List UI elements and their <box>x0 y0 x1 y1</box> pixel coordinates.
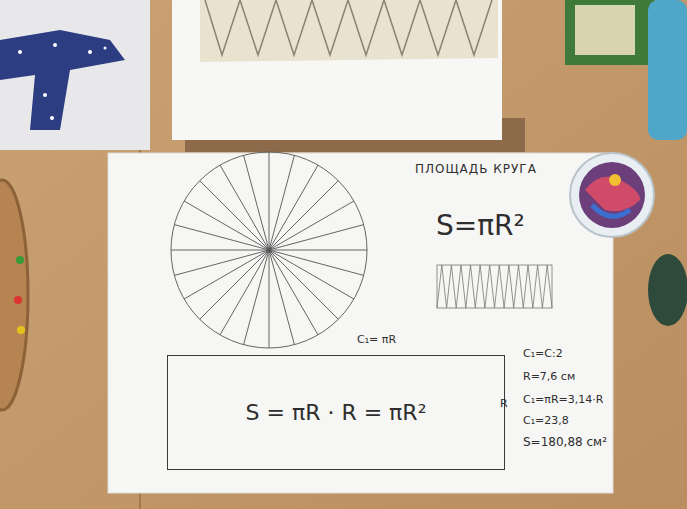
calculation-note: R=7,6 см <box>523 371 575 384</box>
paper-sheet <box>172 0 502 140</box>
calculation-note: C₁=πR=3,14·R <box>523 394 603 407</box>
rectangle-box: S = πR · R = πR² <box>167 355 505 470</box>
clay-cuts <box>205 0 492 55</box>
poster-title: ПЛОЩАДЬ КРУГА <box>415 163 537 177</box>
sector-circle <box>171 152 367 348</box>
clay-strip <box>200 0 498 62</box>
book <box>565 0 655 65</box>
calculation-note: C₁=C:2 <box>523 348 563 361</box>
pot <box>648 254 687 326</box>
starry-cloth <box>0 30 125 130</box>
unrolled-sectors <box>437 265 552 308</box>
dimension-label: R <box>500 398 508 411</box>
calculation-note: C₁=23,8 <box>523 415 569 428</box>
calculation-note: S=180,88 см² <box>523 436 607 450</box>
poster <box>108 153 613 493</box>
painted-dish <box>579 162 645 228</box>
area-formula: S=πR² <box>436 210 525 242</box>
round-tray <box>0 180 28 410</box>
stars <box>18 43 107 120</box>
paper-sheet <box>0 0 150 150</box>
formula: S = πR · R = πR² <box>246 400 427 425</box>
dimension-label: C₁= πR <box>357 334 396 347</box>
plate <box>570 153 654 237</box>
bottle <box>648 0 687 140</box>
book-cover <box>575 5 635 55</box>
